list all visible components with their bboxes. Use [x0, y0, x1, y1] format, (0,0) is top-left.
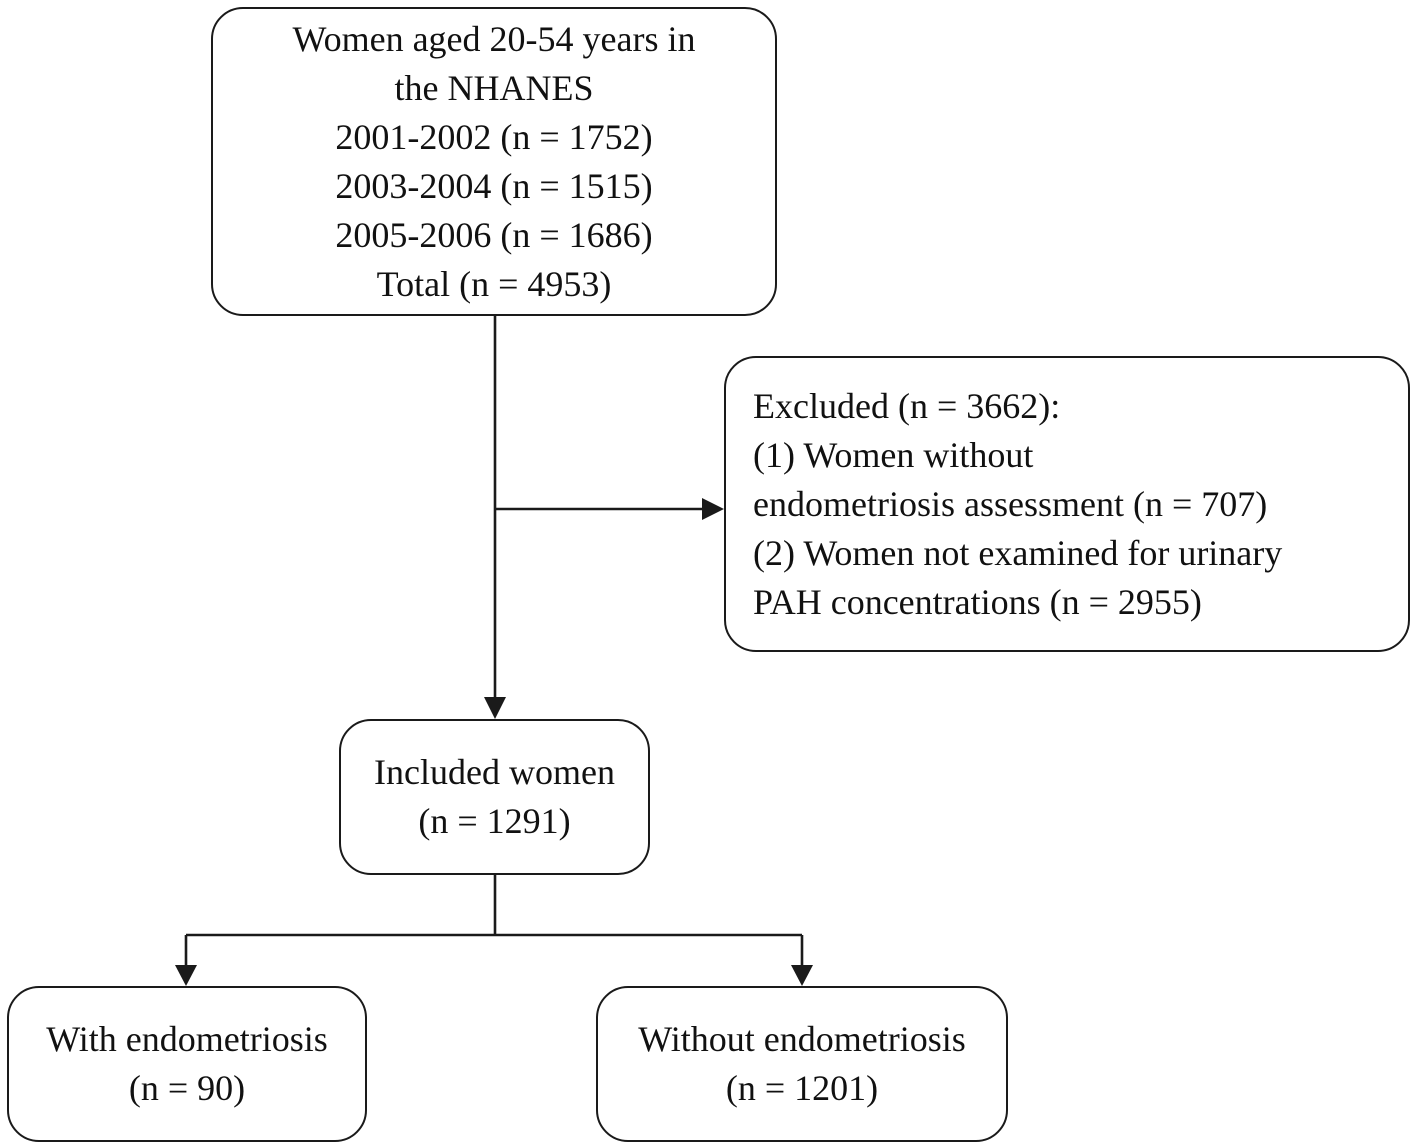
included-line-2: (n = 1291) — [418, 801, 571, 841]
excluded-line-5: PAH concentrations (n = 2955) — [753, 581, 1202, 622]
arrowhead-included — [484, 697, 506, 719]
without-endometriosis-box: Without endometriosis (n = 1201) — [596, 986, 1008, 1142]
without-line-2: (n = 1201) — [725, 1068, 879, 1108]
source-line-5: 2005-2006 (n = 1686) — [335, 214, 653, 255]
arrowhead-excluded — [702, 498, 724, 520]
with-line-1: With endometriosis — [46, 1019, 328, 1059]
with-line-2: (n = 90) — [128, 1068, 246, 1108]
excluded-line-4: (2) Women not examined for urinary — [753, 532, 1283, 573]
excluded-line-2: (1) Women without — [753, 434, 1034, 475]
source-line-2: the NHANES — [394, 67, 594, 108]
source-population-box: Women aged 20-54 years in the NHANES 200… — [211, 7, 777, 316]
arrowhead-with — [175, 965, 197, 986]
excluded-box: Excluded (n = 3662): (1) Women without e… — [724, 356, 1410, 652]
source-line-3: 2001-2002 (n = 1752) — [335, 116, 653, 157]
arrowhead-without — [791, 965, 813, 986]
excluded-line-3: endometriosis assessment (n = 707) — [753, 483, 1268, 524]
included-women-box: Included women (n = 1291) — [339, 719, 650, 875]
without-line-1: Without endometriosis — [638, 1019, 966, 1059]
source-line-4: 2003-2004 (n = 1515) — [335, 165, 653, 206]
source-line-1: Women aged 20-54 years in — [292, 18, 696, 59]
with-endometriosis-box: With endometriosis (n = 90) — [7, 986, 367, 1142]
excluded-line-1: Excluded (n = 3662): — [753, 385, 1061, 426]
source-line-6: Total (n = 4953) — [376, 263, 612, 304]
included-line-1: Included women — [374, 752, 615, 792]
